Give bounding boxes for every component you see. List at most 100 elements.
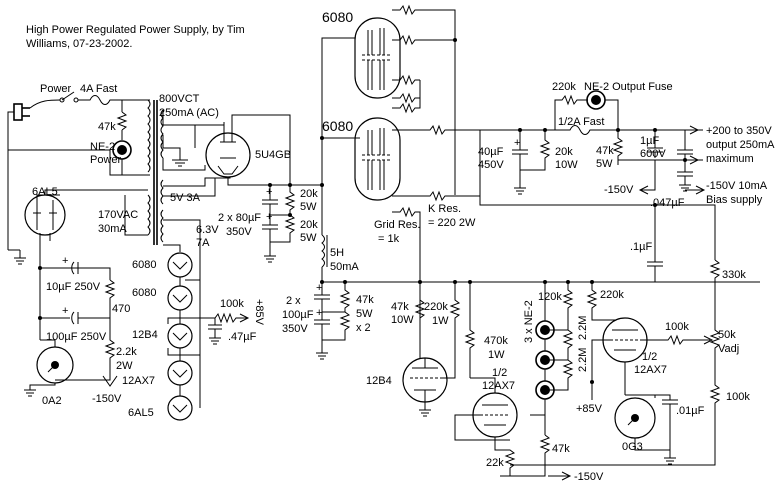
pass-tube-6080-bottom-icon [354,117,401,201]
cap-100uf-bias-icon [40,311,110,325]
output-fuse-icon [555,125,695,135]
fil-6080b-label: 6080 [132,287,156,299]
rectifier-tube-5u4gb-icon [205,122,251,178]
ne2-output-fuse-lamp-icon [586,90,606,110]
half-12ax7-right-1: 1/2 [642,351,657,363]
fil-63-label-2: 7A [196,237,210,249]
ne2-x3-label: 3 x NE-2 [523,300,535,343]
r-220k-fuse-label: 220k [552,81,576,93]
ground-icon-oa2 [24,389,36,397]
plus85-label: +85V [576,403,603,415]
fil-12ax7-label: 12AX7 [122,375,155,387]
r-22m-b-label: 2.2M [577,348,589,372]
r-22k-label-1: 2.2k [116,346,137,358]
tube-12b4-label: 12B4 [366,375,392,387]
neg150-b-arrow-icon [561,471,572,481]
rect-tube-label: 5U4GB [255,149,291,161]
cap-1uf-label-2: 600V [640,148,666,160]
grid-res-label-2: = 1k [378,233,400,245]
bias-in-label: -150V [604,184,634,196]
plus85-fil-label: +85V [253,299,265,326]
neg150-label: -150V [92,393,122,405]
center-tap [162,135,181,160]
cap-01uf-label: .01µF [676,405,705,417]
choke-label-2: 50mA [330,261,359,273]
r-20k-a-2: 5W [300,201,317,213]
power-transformer-icon [147,99,164,245]
cap-01uf-fb-label: .1µF [630,241,653,253]
cap-plus-b: + [266,211,272,223]
cap-plus-g: + [514,137,520,149]
cap-100uf-bias-label: 100µF 250V [46,331,107,343]
k-res-label-2: = 220 2W [428,217,476,229]
pot-label-2: Vadj [718,343,739,355]
r-22m-a-label: 2.2M [577,316,589,340]
r-20k-10w-label-2: 10W [555,159,578,171]
cap-10uf-icon [40,261,110,275]
fil-63-label-1: 6.3V [196,224,219,236]
mains-plug-icon [7,99,61,150]
cap-2x80-label-1: 2 x 80µF [218,212,261,224]
r-220k-1w-label-1: 220k [424,301,448,313]
half-12ax7-left-1: 1/2 [492,367,507,379]
r-22k-b-label: 22k [486,457,504,469]
ne2-power-label-2: Power [90,154,122,166]
pot-50k-icon [709,290,721,355]
hv-winding-label-1: 800VCT [159,93,200,105]
grid-res-label-1: Grid Res. [374,219,420,231]
pass-cathode-res-1 [392,4,456,195]
r-47k-b-label: 47k [552,443,570,455]
filament-string [167,252,193,421]
half-12ax7-right-2: 12AX7 [634,364,667,376]
cap-01uf-icon [655,394,678,450]
oa2-label: 0A2 [42,395,62,407]
r-100k-b-label: 100k [726,391,750,403]
lamp-resistor-label: 47k [98,121,116,133]
r-20k-10w-icon [520,130,551,171]
ground-icon-bias [14,257,26,265]
fuse-out-label: 1/2A Fast [558,116,604,128]
power-switch-label: Power [40,83,72,95]
r-100k-fb-label: 100k [665,321,689,333]
ground-icon-og3 [664,450,676,465]
cap-1uf-icon [647,130,663,158]
fil-12b4-label: 12B4 [132,329,158,341]
pot-label-1: 50k [718,329,736,341]
fil-bias-arrow-icon [239,313,250,323]
cap-2x80-label-2: 350V [226,226,252,238]
bias-ac-label-1: 170VAC [98,209,138,221]
cap-plus-d: + [62,305,68,317]
fil-6al5-label: 6AL5 [128,407,154,419]
cap-01uf-fb-icon [647,205,663,282]
og3-label: 0G3 [622,441,643,453]
r-100k-fil-icon [200,312,248,324]
r-47k-5w-label-2: 5W [356,308,373,320]
r-22k-label-2: 2W [116,360,133,372]
r-47k-out-label-2: 5W [596,158,613,170]
cap-plus-f: + [316,307,322,319]
r-20k-b-1: 20k [300,219,318,231]
oa2-regulator-tube-icon [36,346,74,384]
cap-2x100-label-3: 350V [282,323,308,335]
cap-40uf-label-1: 40µF [478,146,504,158]
fil-5v-label: 5V 3A [170,192,201,204]
r-20k-10w-label-1: 20k [555,146,573,158]
neg150-arrow-icon [102,375,118,387]
r-220k-b-label: 220k [600,289,624,301]
half-12ax7-left-2: 12AX7 [482,380,515,392]
r-100k-fb-icon [655,334,700,346]
k-res-label-1: K Res. [428,203,461,215]
power-switch-icon [59,91,79,103]
resistor-47k-lamp [116,111,128,131]
ne2-power-label-1: NE-2 [90,141,115,153]
r-47k-5w-bleeders [322,282,351,341]
cap-047-bias-label: .047µF [650,197,685,209]
out-label-2: output 250mA [706,139,775,151]
pass-tube-6080-top-icon [354,17,401,99]
hv-winding-label-2: 250mA (AC) [159,107,219,119]
bias-ac-label-2: 30mA [98,223,127,235]
ground-icon-ct [172,159,188,167]
main-fuse-icon [78,95,150,105]
